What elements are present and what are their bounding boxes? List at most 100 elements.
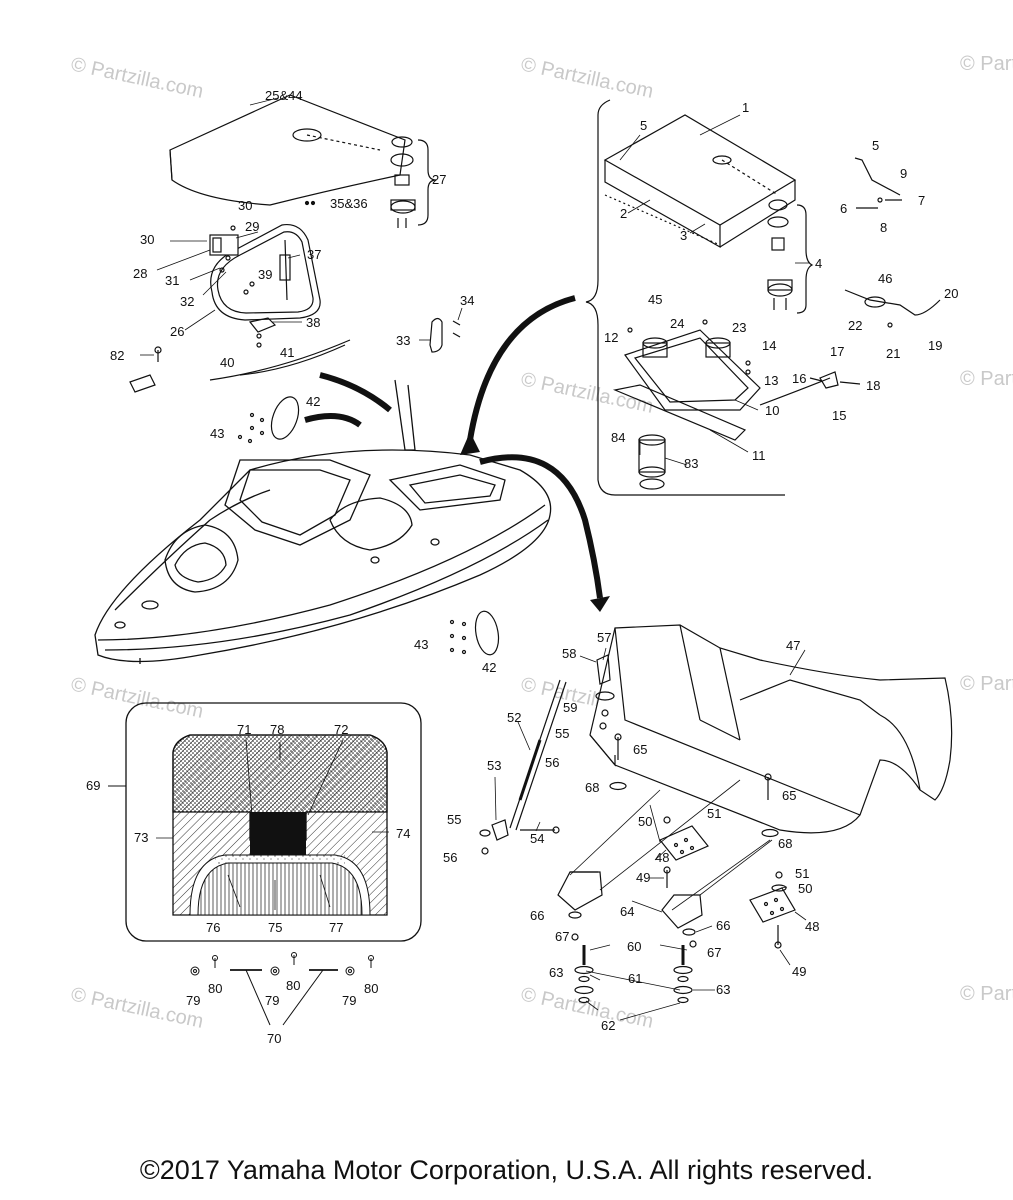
callout-c59: 59 bbox=[563, 700, 577, 715]
callout-c8: 8 bbox=[880, 220, 887, 235]
compartment-detail bbox=[585, 99, 941, 496]
callout-c23: 23 bbox=[732, 320, 746, 335]
callout-c28: 28 bbox=[133, 266, 147, 281]
callout-c34: 34 bbox=[460, 293, 474, 308]
callout-c31: 31 bbox=[165, 273, 179, 288]
boat-hull bbox=[94, 379, 552, 664]
callout-c50b: 50 bbox=[798, 881, 812, 896]
callout-c74: 74 bbox=[396, 826, 410, 841]
callout-c68b: 68 bbox=[778, 836, 792, 851]
callout-c56b: 56 bbox=[545, 755, 559, 770]
watermark-text: © Partzilla.com bbox=[69, 53, 205, 103]
callout-c80c: 80 bbox=[364, 981, 378, 996]
watermark-text: © Partzilla.com bbox=[960, 673, 1013, 695]
callout-c79a: 79 bbox=[186, 993, 200, 1008]
callout-c37: 37 bbox=[307, 247, 321, 262]
callout-c5b: 5 bbox=[872, 138, 879, 153]
callout-c48a: 48 bbox=[655, 850, 669, 865]
callout-c6: 6 bbox=[840, 201, 847, 216]
callout-c15: 15 bbox=[832, 408, 846, 423]
callout-c29: 29 bbox=[245, 219, 259, 234]
copyright-notice: ©2017 Yamaha Motor Corporation, U.S.A. A… bbox=[139, 1155, 874, 1185]
callout-c62: 62 bbox=[601, 1018, 615, 1033]
callout-c21: 21 bbox=[886, 346, 900, 361]
callout-c17: 17 bbox=[830, 344, 844, 359]
callout-c1: 1 bbox=[742, 100, 749, 115]
callout-c65a: 65 bbox=[633, 742, 647, 757]
hardware-79-80 bbox=[190, 952, 374, 1026]
callout-c16: 16 bbox=[792, 371, 806, 386]
callout-c64: 64 bbox=[620, 904, 634, 919]
callout-c19: 19 bbox=[928, 338, 942, 353]
callout-c83: 83 bbox=[684, 456, 698, 471]
callout-c10: 10 bbox=[765, 403, 779, 418]
oval-panels bbox=[237, 396, 500, 656]
callout-c65b: 65 bbox=[782, 788, 796, 803]
watermark-text: © Partzilla.com bbox=[960, 368, 1013, 390]
bracket-33 bbox=[419, 307, 463, 353]
callout-c46: 46 bbox=[878, 271, 892, 286]
callout-c52: 52 bbox=[507, 710, 521, 725]
callout-c55b: 55 bbox=[555, 726, 569, 741]
callout-c27: 27 bbox=[432, 172, 446, 187]
arrow-heads bbox=[460, 432, 610, 612]
callout-c63b: 63 bbox=[716, 982, 730, 997]
callout-c82: 82 bbox=[110, 348, 124, 363]
watermark-text: © Partzilla.com bbox=[69, 983, 205, 1033]
watermark-text: © Partzilla.com bbox=[960, 983, 1013, 1005]
watermark-text: © Partzilla.com bbox=[69, 673, 205, 723]
callout-c43a: 43 bbox=[210, 426, 224, 441]
callout-c14: 14 bbox=[762, 338, 776, 353]
callout-c26: 26 bbox=[170, 324, 184, 339]
callout-c40: 40 bbox=[220, 355, 234, 370]
callout-c12: 12 bbox=[604, 330, 618, 345]
callout-c11: 11 bbox=[752, 448, 766, 463]
callout-c54: 54 bbox=[530, 831, 544, 846]
watermark-text: © Partzilla.com bbox=[960, 53, 1013, 75]
callout-c41: 41 bbox=[280, 345, 294, 360]
callout-c78: 78 bbox=[270, 722, 284, 737]
callout-c20: 20 bbox=[944, 286, 958, 301]
callout-c71: 71 bbox=[237, 722, 251, 737]
seat-cushion-assembly bbox=[129, 94, 437, 393]
callout-c69: 69 bbox=[86, 778, 100, 793]
direction-arrows bbox=[304, 295, 603, 599]
callout-c39: 39 bbox=[258, 267, 272, 282]
callout-c51b: 51 bbox=[795, 866, 809, 881]
callout-c56a: 56 bbox=[443, 850, 457, 865]
callout-c42b: 42 bbox=[482, 660, 496, 675]
callout-c77: 77 bbox=[329, 920, 343, 935]
callout-c5a: 5 bbox=[640, 118, 647, 133]
callout-c66a: 66 bbox=[530, 908, 544, 923]
callout-c47: 47 bbox=[786, 638, 800, 653]
callout-c43b: 43 bbox=[414, 637, 428, 652]
watermark-text: © Partzilla.com bbox=[519, 368, 655, 418]
callout-c70: 70 bbox=[267, 1031, 281, 1046]
inset-detail bbox=[108, 702, 422, 942]
callout-c79b: 79 bbox=[265, 993, 279, 1008]
callout-c30b: 30 bbox=[140, 232, 154, 247]
callout-c51a: 51 bbox=[707, 806, 721, 821]
callout-c22: 22 bbox=[848, 318, 862, 333]
callout-c48b: 48 bbox=[805, 919, 819, 934]
callout-c60: 60 bbox=[627, 939, 641, 954]
callout-c7: 7 bbox=[918, 193, 925, 208]
seat-base-assembly bbox=[479, 624, 953, 1021]
watermark-text: © Partzilla.com bbox=[519, 53, 655, 103]
callout-c49a: 49 bbox=[636, 870, 650, 885]
callout-c9: 9 bbox=[900, 166, 907, 181]
callout-c53: 53 bbox=[487, 758, 501, 773]
callout-c30a: 30 bbox=[238, 198, 252, 213]
callout-c76: 76 bbox=[206, 920, 220, 935]
callout-labels: 1234556789101112131415161718192021222324… bbox=[86, 88, 958, 1046]
callout-c25: 25&44 bbox=[265, 88, 303, 103]
callout-c84: 84 bbox=[611, 430, 625, 445]
callout-c38: 38 bbox=[306, 315, 320, 330]
callout-c63a: 63 bbox=[549, 965, 563, 980]
callout-c3: 3 bbox=[680, 228, 687, 243]
callout-c67a: 67 bbox=[555, 929, 569, 944]
callout-c72: 72 bbox=[334, 722, 348, 737]
callout-c57: 57 bbox=[597, 630, 611, 645]
callout-c45: 45 bbox=[648, 292, 662, 307]
